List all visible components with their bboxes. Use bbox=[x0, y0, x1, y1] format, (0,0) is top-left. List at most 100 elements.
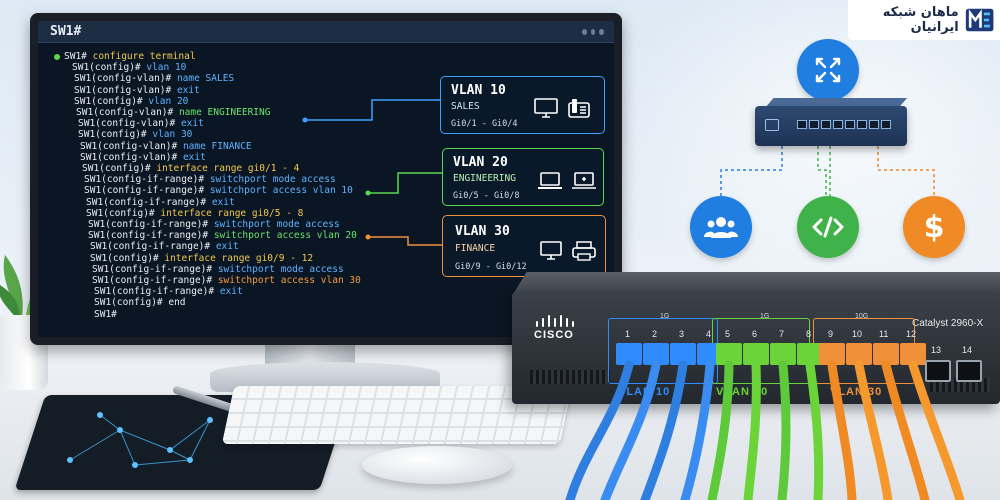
terminal-line: SW1(config-if-range)# switchport mode ac… bbox=[84, 174, 336, 185]
users-node bbox=[690, 196, 752, 258]
mouse bbox=[362, 446, 512, 484]
vlan-card-ports: Gi0/1 - Gi0/4 bbox=[451, 119, 518, 129]
terminal-prompt: SW1(config-vlan)# bbox=[78, 118, 176, 130]
terminal-prompt: SW1(config)# bbox=[90, 252, 159, 264]
terminal-command: exit bbox=[206, 196, 235, 208]
topology-switch-port bbox=[869, 120, 879, 129]
port-number: 11 bbox=[879, 329, 889, 339]
monitor-icon bbox=[534, 98, 558, 118]
terminal-prompt: SW1(config-if-range)# bbox=[92, 263, 213, 275]
topology-switch-port bbox=[845, 120, 855, 129]
terminal-prompt: SW1(config)# bbox=[86, 207, 155, 219]
logo-text: ماهان شبکه ایرانیان bbox=[882, 5, 959, 35]
topology-link-dollar bbox=[877, 146, 935, 196]
terminal-line: SW1(config)# vlan 30 bbox=[78, 129, 192, 140]
connector-dot-vlan-20 bbox=[365, 190, 371, 196]
terminal-line: SW1(config-vlan)# exit bbox=[80, 152, 206, 163]
vlan-card-10: VLAN 10 SALES Gi0/1 - Gi0/4 bbox=[440, 76, 605, 134]
port-number: 12 bbox=[906, 329, 917, 339]
monitor-icon bbox=[540, 241, 562, 260]
cable-port-4 bbox=[680, 360, 715, 500]
window-controls bbox=[582, 29, 605, 35]
terminal-command: switchport access vlan 30 bbox=[212, 275, 361, 286]
code-icon bbox=[812, 216, 844, 238]
port-number: 3 bbox=[679, 329, 685, 339]
terminal-command: exit bbox=[214, 286, 243, 298]
cable-port-6 bbox=[743, 360, 761, 500]
terminal-command: switchport access vlan 20 bbox=[208, 230, 357, 242]
port-number: 13 bbox=[931, 345, 942, 355]
brand-logo: ماهان شبکه ایرانیان bbox=[848, 0, 1000, 40]
dollar-icon: $ bbox=[923, 209, 945, 245]
terminal-command: switchport mode access bbox=[212, 263, 344, 275]
cable-port-8 bbox=[805, 360, 824, 500]
printer-icon bbox=[572, 241, 596, 261]
terminal-command: exit bbox=[177, 151, 206, 163]
users-icon bbox=[704, 217, 738, 238]
topology-switch-top bbox=[765, 98, 907, 108]
terminal-line: SW1(config)# vlan 20 bbox=[74, 96, 188, 107]
terminal-prompt: SW1(config-if-range)# bbox=[88, 219, 209, 230]
status-dot bbox=[54, 53, 60, 60]
terminal-prompt: SW1(config-if-range)# bbox=[84, 185, 205, 197]
topology-switch-port bbox=[833, 120, 843, 129]
port-number: 4 bbox=[706, 329, 712, 339]
terminal-prompt: SW1(config-if-range)# bbox=[84, 174, 205, 186]
port-number: 6 bbox=[752, 329, 758, 339]
port-number: 5 bbox=[725, 329, 731, 339]
terminal-line: SW1(config-if-range)# exit bbox=[86, 197, 235, 208]
cable-port-11 bbox=[881, 360, 930, 500]
port-speed-label: 10G bbox=[855, 313, 869, 320]
port-number: 2 bbox=[652, 329, 658, 339]
terminal-command: name FINANCE bbox=[177, 140, 252, 152]
terminal-command: switchport access vlan 10 bbox=[204, 185, 353, 197]
dollar-node: $ bbox=[903, 196, 965, 258]
terminal-prompt: SW1(config)# bbox=[74, 95, 143, 107]
terminal-command: interface range gi0/1 - 4 bbox=[150, 163, 300, 174]
laptop-icon bbox=[538, 172, 562, 189]
terminal-line: SW1# configure terminal bbox=[54, 51, 196, 62]
port-group-label: VLAN 10 bbox=[618, 386, 671, 398]
switch-model: Catalyst 2960-X bbox=[912, 318, 984, 329]
port-number: 7 bbox=[779, 329, 785, 339]
topology-switch-port bbox=[821, 120, 831, 129]
terminal-line: SW1(config)# interface range gi0/5 - 8 bbox=[86, 208, 303, 219]
switch-vent bbox=[530, 370, 610, 384]
cable-port-9 bbox=[827, 360, 857, 500]
terminal-line: SW1(config-vlan)# name ENGINEERING bbox=[76, 107, 270, 118]
port-number: 10 bbox=[852, 329, 863, 339]
terminal-prompt: SW1(config-if-range)# bbox=[92, 275, 213, 286]
connector-dot-vlan-30 bbox=[365, 234, 371, 240]
terminal-line: SW1(config-if-range)# switchport mode ac… bbox=[92, 264, 344, 275]
terminal-line: SW1(config-if-range)# switchport mode ac… bbox=[88, 219, 340, 230]
vlan-card-20: VLAN 20 ENGINEERING Gi0/5 - Gi0/8 bbox=[442, 148, 604, 206]
vlan-card-name: ENGINEERING bbox=[453, 173, 516, 184]
cable-port-1 bbox=[565, 360, 634, 500]
terminal-command: switchport mode access bbox=[204, 174, 336, 186]
switch-port-13[interactable] bbox=[925, 360, 951, 382]
vlan-card-name: FINANCE bbox=[455, 243, 496, 254]
vlan-card-title: VLAN 10 bbox=[451, 83, 506, 98]
terminal-line: SW1(config-if-range)# switchport access … bbox=[92, 275, 361, 286]
terminal-line: SW1(config)# vlan 10 bbox=[72, 62, 186, 73]
terminal-line: SW1(config)# interface range gi0/9 - 12 bbox=[90, 253, 313, 264]
terminal-command: configure terminal bbox=[86, 51, 196, 62]
terminal-line: SW1(config-vlan)# exit bbox=[78, 118, 204, 129]
topology-link-code bbox=[817, 146, 831, 196]
switch-port-14[interactable] bbox=[956, 360, 982, 382]
terminal-command: exit bbox=[171, 84, 200, 96]
terminal-line: SW1(config)# interface range gi0/1 - 4 bbox=[82, 163, 299, 174]
vlan-card-ports: Gi0/5 - Gi0/8 bbox=[453, 191, 520, 201]
terminal-command: exit bbox=[175, 118, 204, 130]
terminal-prompt: SW1(config)# bbox=[78, 129, 147, 141]
terminal-prompt: SW1(config-vlan)# bbox=[74, 73, 172, 85]
terminal-prompt: SW1(config)# bbox=[94, 297, 163, 309]
port-speed-label: 1G bbox=[760, 313, 770, 320]
terminal-prompt: SW1# bbox=[94, 308, 117, 320]
terminal-prompt: SW1(config-vlan)# bbox=[74, 84, 172, 96]
switch-brand: CISCO bbox=[534, 329, 574, 341]
terminal-line: SW1(config)# end bbox=[94, 297, 186, 308]
terminal-command: vlan 20 bbox=[142, 95, 189, 107]
terminal-command: switchport mode access bbox=[208, 219, 340, 230]
